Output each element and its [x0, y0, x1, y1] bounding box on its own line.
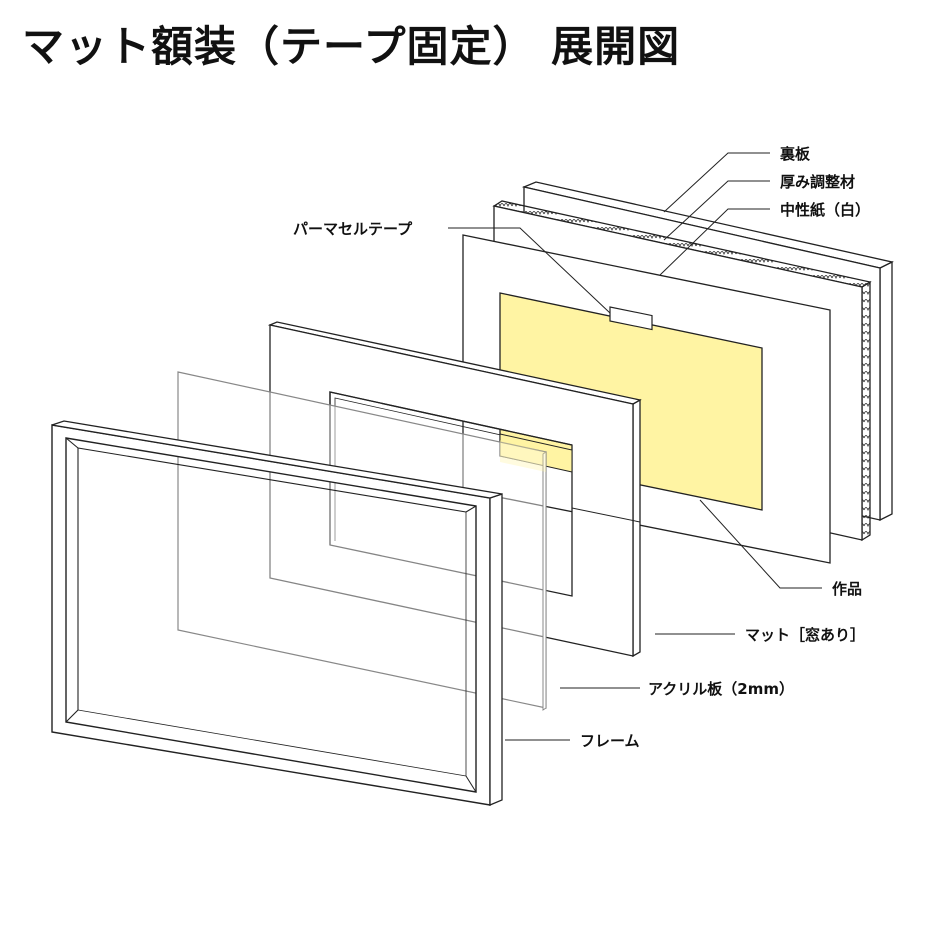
- leader-back-board: [663, 152, 770, 213]
- mat-board: [267, 321, 642, 658]
- leader-permacel-tape: [448, 227, 611, 314]
- leader-thickness-adjuster: [663, 180, 770, 241]
- picture-frame: [51, 420, 503, 806]
- leader-lines: [448, 152, 822, 741]
- leader-artwork: [699, 499, 822, 589]
- permacel-tape: [609, 306, 653, 331]
- page-title: マット額装（テープ固定） 展開図: [22, 22, 681, 71]
- label-mat: マット［窓あり］: [745, 626, 865, 644]
- label-neutral-paper: 中性紙（白）: [780, 201, 870, 219]
- label-thickness-adjuster: 厚み調整材: [780, 173, 855, 191]
- label-permacel-tape: パーマセルテープ: [293, 220, 413, 238]
- label-artwork: 作品: [832, 580, 862, 598]
- label-acrylic: アクリル板（2mm）: [648, 680, 794, 698]
- label-frame: フレーム: [580, 732, 640, 750]
- leader-neutral-paper: [659, 208, 770, 276]
- label-back-board: 裏板: [779, 145, 811, 163]
